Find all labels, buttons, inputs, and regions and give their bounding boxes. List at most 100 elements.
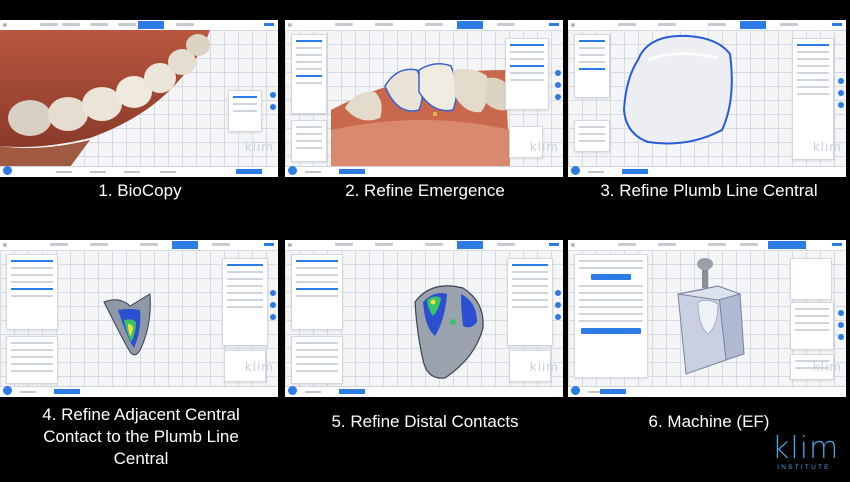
tab[interactable] — [212, 243, 230, 246]
machining-settings-panel[interactable] — [574, 254, 648, 378]
tab-active[interactable] — [768, 241, 806, 249]
tool-button[interactable] — [555, 82, 561, 88]
viewport-3d[interactable]: klim — [0, 30, 278, 167]
tab[interactable] — [708, 23, 726, 26]
watermark: klim — [812, 140, 842, 154]
crown-model — [622, 34, 733, 145]
tool-button[interactable] — [555, 314, 561, 320]
screenshot-refine-emergence: ▤ klim — [285, 20, 563, 177]
tab[interactable] — [497, 23, 515, 26]
tab-active[interactable] — [138, 21, 164, 29]
home-button[interactable] — [571, 166, 580, 175]
app-bottom-bar — [0, 386, 278, 397]
teeth-scan-model — [331, 63, 510, 167]
machine-button[interactable] — [591, 274, 631, 280]
milling-block-model — [677, 258, 745, 375]
caption-refine-emergence: 2. Refine Emergence — [345, 181, 505, 200]
settings-panel[interactable] — [574, 34, 610, 98]
tab[interactable] — [375, 243, 393, 246]
home-button[interactable] — [288, 386, 297, 395]
tab[interactable] — [780, 23, 798, 26]
tool-button[interactable] — [270, 314, 276, 320]
tool-panel[interactable] — [505, 38, 549, 110]
tool-button[interactable] — [838, 78, 844, 84]
view-cube[interactable] — [509, 126, 543, 158]
tab[interactable] — [658, 23, 676, 26]
app-logo: ▤ — [288, 22, 292, 27]
viewport-3d[interactable]: klim — [285, 30, 563, 167]
tab[interactable] — [335, 243, 353, 246]
tool-panel[interactable] — [228, 90, 262, 132]
next-button[interactable] — [622, 169, 648, 174]
tool-button[interactable] — [838, 90, 844, 96]
tool-button[interactable] — [555, 290, 561, 296]
send-button[interactable] — [581, 328, 641, 334]
tab[interactable] — [140, 243, 158, 246]
tab[interactable] — [40, 23, 58, 26]
view-panel[interactable] — [790, 258, 832, 300]
tab[interactable] — [90, 243, 108, 246]
tab-active[interactable] — [172, 241, 198, 249]
tab[interactable] — [50, 243, 68, 246]
tool-panel[interactable] — [222, 258, 268, 346]
tab[interactable] — [425, 243, 443, 246]
tab[interactable] — [740, 243, 758, 246]
next-button[interactable] — [339, 389, 365, 394]
tool-panel[interactable] — [792, 38, 834, 160]
home-button[interactable] — [571, 386, 580, 395]
close-button[interactable] — [832, 243, 842, 246]
tab-active[interactable] — [457, 21, 483, 29]
next-button[interactable] — [600, 389, 626, 394]
tab[interactable] — [618, 23, 636, 26]
settings-panel[interactable] — [6, 254, 58, 330]
tool-button[interactable] — [838, 102, 844, 108]
close-button[interactable] — [549, 23, 559, 26]
tool-button[interactable] — [555, 70, 561, 76]
close-button[interactable] — [264, 243, 274, 246]
tab-active[interactable] — [457, 241, 483, 249]
close-button[interactable] — [832, 23, 842, 26]
settings-panel[interactable] — [291, 254, 343, 330]
tab[interactable] — [176, 23, 194, 26]
next-button[interactable] — [236, 169, 262, 174]
home-button[interactable] — [288, 166, 297, 175]
tool-button[interactable] — [555, 302, 561, 308]
tab[interactable] — [90, 23, 108, 26]
tool-button[interactable] — [555, 94, 561, 100]
tab[interactable] — [497, 243, 515, 246]
tool-button[interactable] — [270, 104, 276, 110]
caption-biocopy: 1. BioCopy — [98, 181, 182, 200]
viewport-3d[interactable]: klim — [568, 250, 846, 387]
tool-button[interactable] — [838, 322, 844, 328]
viewport-3d[interactable]: klim — [285, 250, 563, 387]
app-bottom-bar — [285, 386, 563, 397]
next-button[interactable] — [54, 389, 80, 394]
tab[interactable] — [335, 23, 353, 26]
tab-active[interactable] — [740, 21, 766, 29]
viewport-3d[interactable]: klim — [0, 250, 278, 387]
tool-button[interactable] — [838, 310, 844, 316]
tool-panel[interactable] — [507, 258, 553, 346]
view-cube[interactable] — [224, 350, 266, 382]
viewport-3d[interactable]: klim — [568, 30, 846, 167]
watermark: klim — [812, 360, 842, 374]
tool-button[interactable] — [270, 92, 276, 98]
close-button[interactable] — [549, 243, 559, 246]
tab[interactable] — [658, 243, 676, 246]
tab[interactable] — [618, 243, 636, 246]
tool-button[interactable] — [838, 334, 844, 340]
close-button[interactable] — [264, 23, 274, 26]
tab[interactable] — [708, 243, 726, 246]
tool-button[interactable] — [270, 290, 276, 296]
tab[interactable] — [62, 23, 80, 26]
tab[interactable] — [425, 23, 443, 26]
next-button[interactable] — [339, 169, 365, 174]
home-button[interactable] — [3, 166, 12, 175]
home-button[interactable] — [3, 386, 12, 395]
settings-panel[interactable] — [291, 34, 327, 114]
tool-button[interactable] — [270, 302, 276, 308]
info-panel — [574, 120, 610, 152]
tab[interactable] — [375, 23, 393, 26]
view-cube[interactable] — [509, 350, 551, 382]
tab[interactable] — [118, 23, 136, 26]
